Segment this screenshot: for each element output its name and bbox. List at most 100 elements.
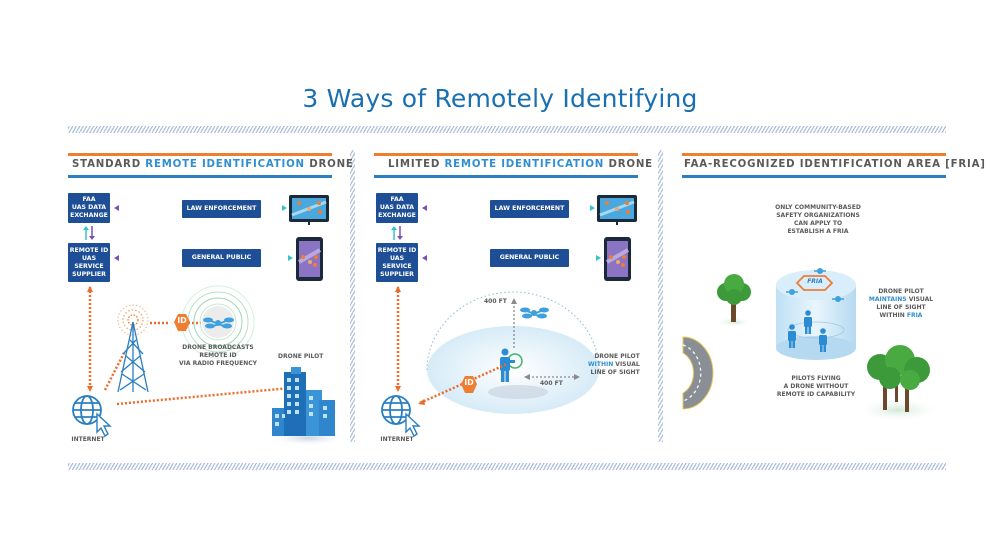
heading-rule-bottom xyxy=(374,175,638,178)
tree-group-icon xyxy=(856,345,940,422)
altitude-label: 400 FT xyxy=(484,298,507,305)
label-line: DRONE PILOT xyxy=(594,353,640,360)
drone-pilot-label: DRONE PILOT WITHIN VISUAL LINE OF SIGHT xyxy=(588,353,640,377)
heading-text: DRONE xyxy=(304,159,354,170)
box-line: EXCHANGE xyxy=(70,212,108,219)
heading-text: STANDARD xyxy=(72,159,146,170)
law-enforcement-box: LAW ENFORCEMENT xyxy=(182,200,261,218)
id-badge-icon xyxy=(461,376,477,393)
label-line: LINE OF SIGHT xyxy=(590,369,640,376)
fria-hexagon-icon xyxy=(795,275,834,291)
connector-arrows xyxy=(83,205,293,261)
heading-text: DRONE xyxy=(604,159,653,170)
panel-heading: STANDARD REMOTE IDENTIFICATION DRONE xyxy=(72,159,354,170)
page-title: 3 Ways of Remotely Identifying xyxy=(302,84,698,113)
id-badge-icon xyxy=(174,314,190,331)
box-line: FAA xyxy=(82,196,96,203)
box-line: UAS DATA xyxy=(379,204,415,211)
label-highlight: WITHIN xyxy=(588,361,614,368)
label-line: REMOTE ID xyxy=(199,352,237,359)
box-line: REMOTE ID xyxy=(69,246,109,254)
radio-tower-icon xyxy=(117,304,149,393)
label-line: LINE OF SIGHT xyxy=(876,304,926,311)
label-line: A DRONE WITHOUT xyxy=(783,383,849,390)
internet-label: INTERNET xyxy=(71,436,105,443)
box-label: GENERAL PUBLIC xyxy=(499,254,560,261)
tree-icon xyxy=(716,274,752,327)
building-icon xyxy=(268,367,348,446)
drone-pilot-label: DRONE PILOT xyxy=(278,353,324,360)
label-line: CAN APPLY TO xyxy=(793,220,843,227)
connector-arrows xyxy=(391,205,601,261)
globe-icon xyxy=(381,395,411,425)
panel-heading: FAA-RECOGNIZED IDENTIFICATION AREA [FRIA… xyxy=(684,159,986,170)
box-line: UAS xyxy=(81,254,97,262)
heading-text: LIMITED xyxy=(388,159,445,170)
box-line: SUPPLIER xyxy=(72,270,106,278)
box-line: UAS DATA xyxy=(71,204,107,211)
pilot-icon xyxy=(788,310,827,352)
id-badge: ID xyxy=(464,378,474,387)
road-icon xyxy=(682,336,714,410)
label-line: PILOTS FLYING xyxy=(791,375,841,382)
community-label: ONLY COMMUNITY-BASED SAFETY ORGANIZATION… xyxy=(768,204,868,236)
label-text: VISUAL xyxy=(906,296,934,303)
panel-divider-1 xyxy=(350,150,355,442)
label-text: WITHIN xyxy=(879,312,907,319)
pilots-without-remote-id-label: PILOTS FLYING A DRONE WITHOUT REMOTE ID … xyxy=(766,375,866,399)
drone-icon xyxy=(786,268,844,302)
label-highlight: MAINTAINS xyxy=(868,296,907,303)
radius-label: 400 FT xyxy=(540,380,563,387)
phone-icon xyxy=(604,237,631,281)
label-line: MAINTAINS VISUAL xyxy=(866,296,936,304)
label-line: VIA RADIO FREQUENCY xyxy=(179,360,257,367)
label-line: REMOTE ID CAPABILITY xyxy=(776,391,856,398)
heading-text: FAA-RECOGNIZED IDENTIFICATION AREA [FRIA… xyxy=(684,159,986,170)
faa-data-exchange-box: FAA UAS DATA EXCHANGE xyxy=(376,193,418,223)
general-public-box: GENERAL PUBLIC xyxy=(182,249,261,267)
cursor-icon xyxy=(96,412,112,438)
heading-rule-top xyxy=(682,153,946,156)
box-line: EXCHANGE xyxy=(378,212,416,219)
label-line: ESTABLISH A FRIA xyxy=(787,228,849,235)
globe-icon xyxy=(72,395,102,425)
label-line: WITHIN VISUAL xyxy=(588,361,640,369)
law-enforcement-box: LAW ENFORCEMENT xyxy=(490,200,569,218)
label-line: ONLY COMMUNITY-BASED xyxy=(775,204,861,211)
drone-pilot-label: DRONE PILOT MAINTAINS VISUAL LINE OF SIG… xyxy=(866,288,936,320)
box-line: FAA xyxy=(390,196,404,203)
box-label: LAW ENFORCEMENT xyxy=(186,205,257,212)
general-public-box: GENERAL PUBLIC xyxy=(490,249,569,267)
faa-data-exchange-box: FAA UAS DATA EXCHANGE xyxy=(68,193,110,223)
label-line: DRONE PILOT xyxy=(878,288,924,295)
remote-id-supplier-box: REMOTE ID UAS SERVICE SUPPLIER xyxy=(68,243,110,282)
remote-id-supplier-box: REMOTE ID UAS SERVICE SUPPLIER xyxy=(376,243,418,282)
box-line: SUPPLIER xyxy=(380,270,414,278)
tablet-icon xyxy=(289,195,329,225)
heading-highlight: REMOTE IDENTIFICATION xyxy=(444,159,605,170)
broadcast-label: DRONE BROADCASTS REMOTE ID VIA RADIO FRE… xyxy=(178,344,258,368)
data-link-dotted xyxy=(396,287,508,405)
label-line: SAFETY ORGANIZATIONS xyxy=(776,212,860,219)
bottom-divider xyxy=(68,463,946,470)
internet-label: INTERNET xyxy=(380,436,414,443)
label-text: VISUAL xyxy=(613,361,640,368)
heading-rule-bottom xyxy=(68,175,332,178)
altitude-arrow xyxy=(513,302,576,378)
label-line: DRONE BROADCASTS xyxy=(182,344,254,351)
fria-badge: FRIA xyxy=(807,278,823,285)
box-label: GENERAL PUBLIC xyxy=(191,254,252,261)
id-badge: ID xyxy=(177,316,187,325)
heading-rule-bottom xyxy=(682,175,946,178)
heading-rule-top xyxy=(68,153,332,156)
drone-icon xyxy=(520,307,549,319)
heading-highlight: REMOTE IDENTIFICATION xyxy=(145,159,305,170)
tablet-icon xyxy=(597,195,637,225)
data-link-dotted xyxy=(88,287,291,406)
cursor-icon xyxy=(405,412,421,438)
label-line: WITHIN FRIA xyxy=(866,312,936,320)
box-line: UAS xyxy=(389,254,405,262)
